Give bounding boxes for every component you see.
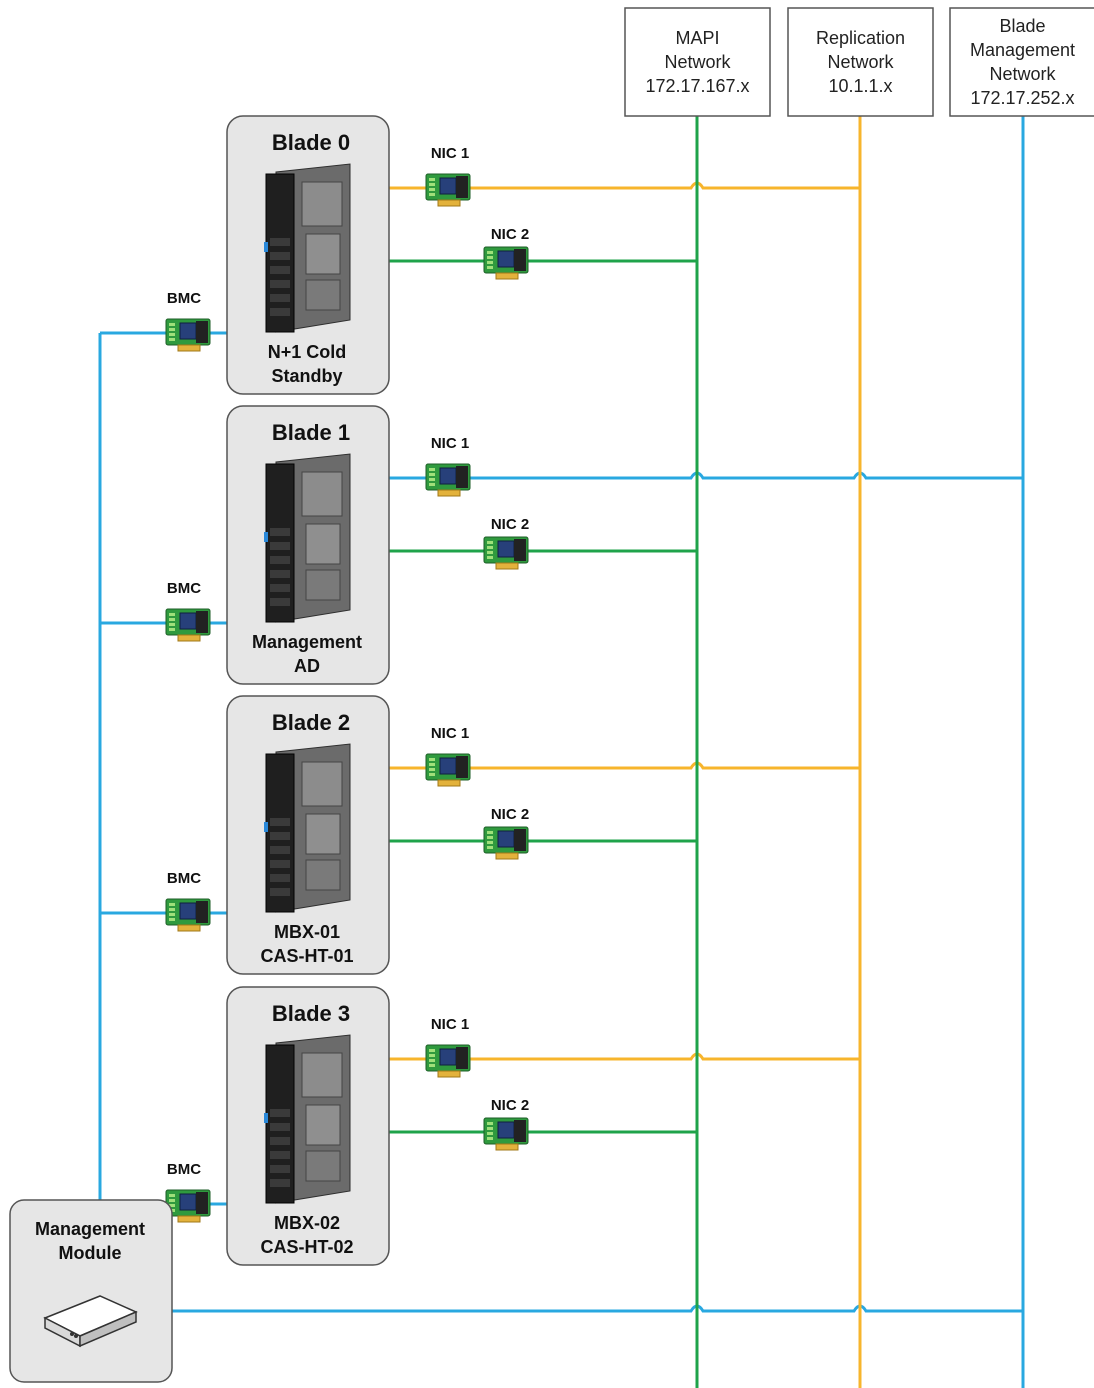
nic2-label: NIC 2 bbox=[491, 1097, 529, 1114]
nic2-label: NIC 2 bbox=[491, 516, 529, 533]
nic1-card-icon bbox=[426, 754, 470, 786]
nic1-card-icon bbox=[426, 174, 470, 206]
blade-role-line: AD bbox=[294, 656, 320, 676]
bmc-label: BMC bbox=[167, 580, 201, 597]
nic1-card-icon bbox=[426, 464, 470, 496]
nic1-label: NIC 1 bbox=[431, 145, 469, 162]
bmc-card-icon bbox=[166, 899, 210, 931]
network-trunks bbox=[697, 116, 1023, 1388]
bmc-label: BMC bbox=[167, 1161, 201, 1178]
nic1-label: NIC 1 bbox=[431, 435, 469, 452]
blade-role-line: MBX-01 bbox=[274, 922, 340, 942]
nic1-card-icon bbox=[426, 1045, 470, 1077]
blade-title: Blade 2 bbox=[272, 710, 350, 735]
bmc-card-icon bbox=[166, 319, 210, 351]
network-label-line: Network bbox=[989, 64, 1056, 84]
blade-server-icon bbox=[264, 744, 350, 912]
blade-server-icon bbox=[264, 454, 350, 622]
network-label-line: 172.17.252.x bbox=[970, 88, 1074, 108]
nic2-card-icon bbox=[484, 537, 528, 569]
network-label-line: Blade bbox=[999, 16, 1045, 36]
blade-server-icon bbox=[264, 164, 350, 332]
blade-role-line: CAS-HT-02 bbox=[260, 1237, 353, 1257]
blade-server-icon bbox=[264, 1035, 350, 1203]
blade-title: Blade 3 bbox=[272, 1001, 350, 1026]
nic2-card-icon bbox=[484, 1118, 528, 1150]
management-module-label: Module bbox=[59, 1243, 122, 1263]
nodes: MAPI Network 172.17.167.x ReplicationNetwor… bbox=[10, 8, 1094, 1382]
network-mapi-box: MAPI Network 172.17.167.x bbox=[625, 8, 770, 116]
bmc-card-icon bbox=[166, 609, 210, 641]
nic2-card-icon bbox=[484, 247, 528, 279]
management-module-link bbox=[172, 1306, 1023, 1311]
nic1-label: NIC 1 bbox=[431, 725, 469, 742]
nic2-label: NIC 2 bbox=[491, 806, 529, 823]
blade-role-line: N+1 Cold bbox=[268, 342, 347, 362]
blade-title: Blade 1 bbox=[272, 420, 350, 445]
blade-role-line: Management bbox=[252, 632, 362, 652]
nic1-link bbox=[389, 473, 1023, 478]
bmc-label: BMC bbox=[167, 290, 201, 307]
network-label-line: Network bbox=[827, 52, 894, 72]
network-label-line: Management bbox=[970, 40, 1075, 60]
network-label-line: Replication bbox=[816, 28, 905, 48]
network-label-line: 10.1.1.x bbox=[828, 76, 892, 96]
nic1-label: NIC 1 bbox=[431, 1016, 469, 1033]
nic2-label: NIC 2 bbox=[491, 226, 529, 243]
blade-title: Blade 0 bbox=[272, 130, 350, 155]
network-label-line: 172.17.167.x bbox=[645, 76, 749, 96]
blade-role-line: MBX-02 bbox=[274, 1213, 340, 1233]
blade-role-line: Standby bbox=[271, 366, 342, 386]
blade-role-line: CAS-HT-01 bbox=[260, 946, 353, 966]
management-module-label: Management bbox=[35, 1219, 145, 1239]
network-label-line: MAPI bbox=[675, 28, 719, 48]
bmc-label: BMC bbox=[167, 870, 201, 887]
nic2-card-icon bbox=[484, 827, 528, 859]
network-label-line: Network bbox=[664, 52, 731, 72]
